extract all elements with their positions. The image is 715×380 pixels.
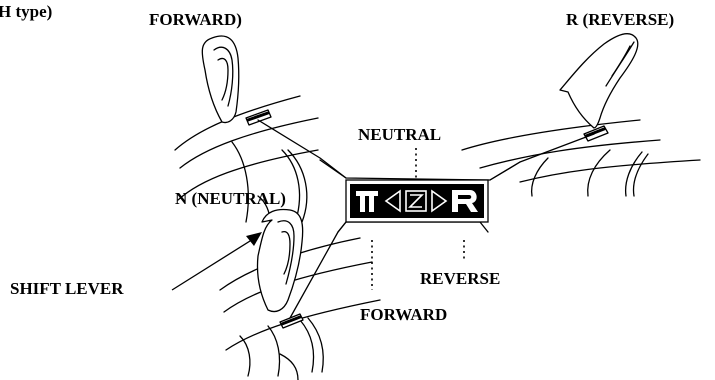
title-partial-label: H type) — [0, 2, 52, 21]
reverse-bottom-label: REVERSE — [420, 269, 500, 288]
shift-lever-label: SHIFT LEVER — [10, 279, 124, 298]
neutral-center-label: NEUTRAL — [358, 125, 441, 144]
forward-top-label: FORWARD) — [149, 10, 242, 29]
neutral-left-label: N (NEUTRAL) — [175, 189, 286, 208]
lever-reverse-drawing — [461, 33, 701, 197]
shift-indicator-panel — [345, 179, 489, 223]
lever-forward-drawing — [174, 35, 319, 223]
lever-neutral-drawing — [219, 208, 381, 380]
left-arrow-icon — [384, 189, 401, 213]
forward-bottom-label: FORWARD — [360, 305, 447, 324]
reverse-top-label: R (REVERSE) — [566, 10, 674, 29]
dotted-pointer-lines — [371, 148, 465, 290]
neutral-symbol-icon — [405, 190, 427, 212]
forward-symbol-icon — [356, 191, 378, 212]
shift-lever-arrow — [171, 232, 262, 291]
reverse-symbol-icon — [452, 190, 478, 212]
right-arrow-icon — [431, 189, 448, 213]
